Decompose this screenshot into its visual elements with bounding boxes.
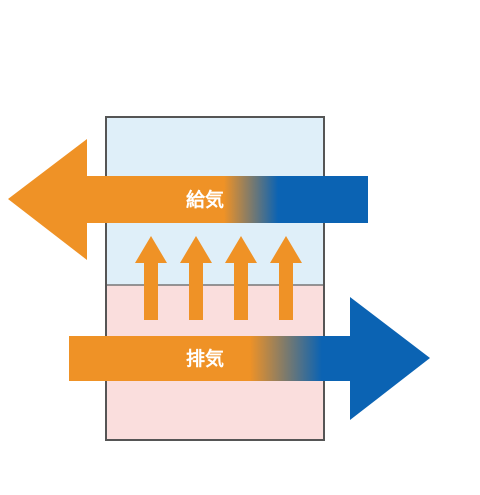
up-arrow-icon [135,236,167,320]
supply-air-label: 給気 [186,188,224,211]
right-arrow-icon [69,297,430,420]
up-arrow-icon [225,236,257,320]
heat-transfer-arrows [135,236,302,320]
up-arrow-icon [180,236,212,320]
up-arrow-icon [270,236,302,320]
exhaust-air-arrow: 排気 [69,297,430,420]
supply-air-arrow: 給気 [8,139,368,260]
core-frame [105,116,325,441]
left-arrow-icon [8,139,368,260]
exhaust-air-label: 排気 [186,347,224,370]
